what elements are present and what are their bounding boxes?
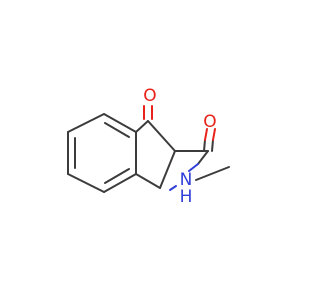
molecule-structure: O O N H — [67, 86, 230, 207]
bond-c1-c7a — [135, 120, 149, 133]
bond-amide-double-1 — [204, 128, 208, 141]
bond-carbonyl-nitrogen — [197, 150, 209, 165]
benzene-ring — [67, 113, 137, 193]
bond-ring-3 — [103, 173, 137, 193]
bond-amide-carbon-oxygen-2 — [211, 139, 214, 152]
bond-ring-6 — [67, 113, 105, 133]
bond-c2-c3 — [159, 150, 176, 189]
bond-ring-inner-2 — [104, 168, 130, 184]
bond-amide-double-2 — [212, 128, 216, 141]
amide-hydrogen-label: H — [180, 187, 193, 207]
bond-c3-c3a — [135, 173, 161, 189]
bond-ring-1 — [103, 113, 137, 133]
cyclopentanone-ring — [135, 120, 176, 189]
amide-nitrogen-label: N — [180, 170, 193, 190]
ketone-oxygen-label: O — [143, 86, 156, 106]
amide-group: O N H — [169, 112, 230, 207]
bond-ring-inner-1 — [104, 122, 130, 138]
bond-carbonyl-nitrogen-n — [188, 163, 199, 172]
bond-c1-c2 — [147, 120, 176, 152]
bond-ring-4 — [67, 173, 105, 193]
bond-amide-carbon-oxygen-1 — [203, 139, 206, 152]
amide-oxygen-label: O — [203, 112, 216, 132]
bond-nitrogen-methyl-n — [169, 185, 177, 191]
ketone-group: O — [143, 86, 157, 120]
bond-methyl — [195, 166, 230, 181]
